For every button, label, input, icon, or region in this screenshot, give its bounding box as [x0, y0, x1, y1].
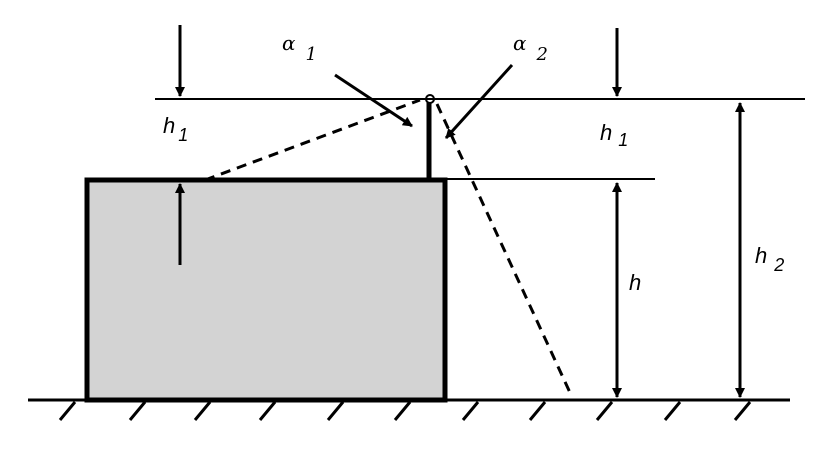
alpha1-pointer-arrow [334, 73, 413, 128]
building [84, 177, 448, 403]
sight-line-2 [435, 103, 574, 398]
ground [28, 398, 790, 421]
ground-hatching [58, 401, 752, 421]
h-label: h [629, 270, 641, 295]
sight-line-1 [204, 98, 421, 182]
alpha2-pointer-arrow [444, 63, 514, 140]
